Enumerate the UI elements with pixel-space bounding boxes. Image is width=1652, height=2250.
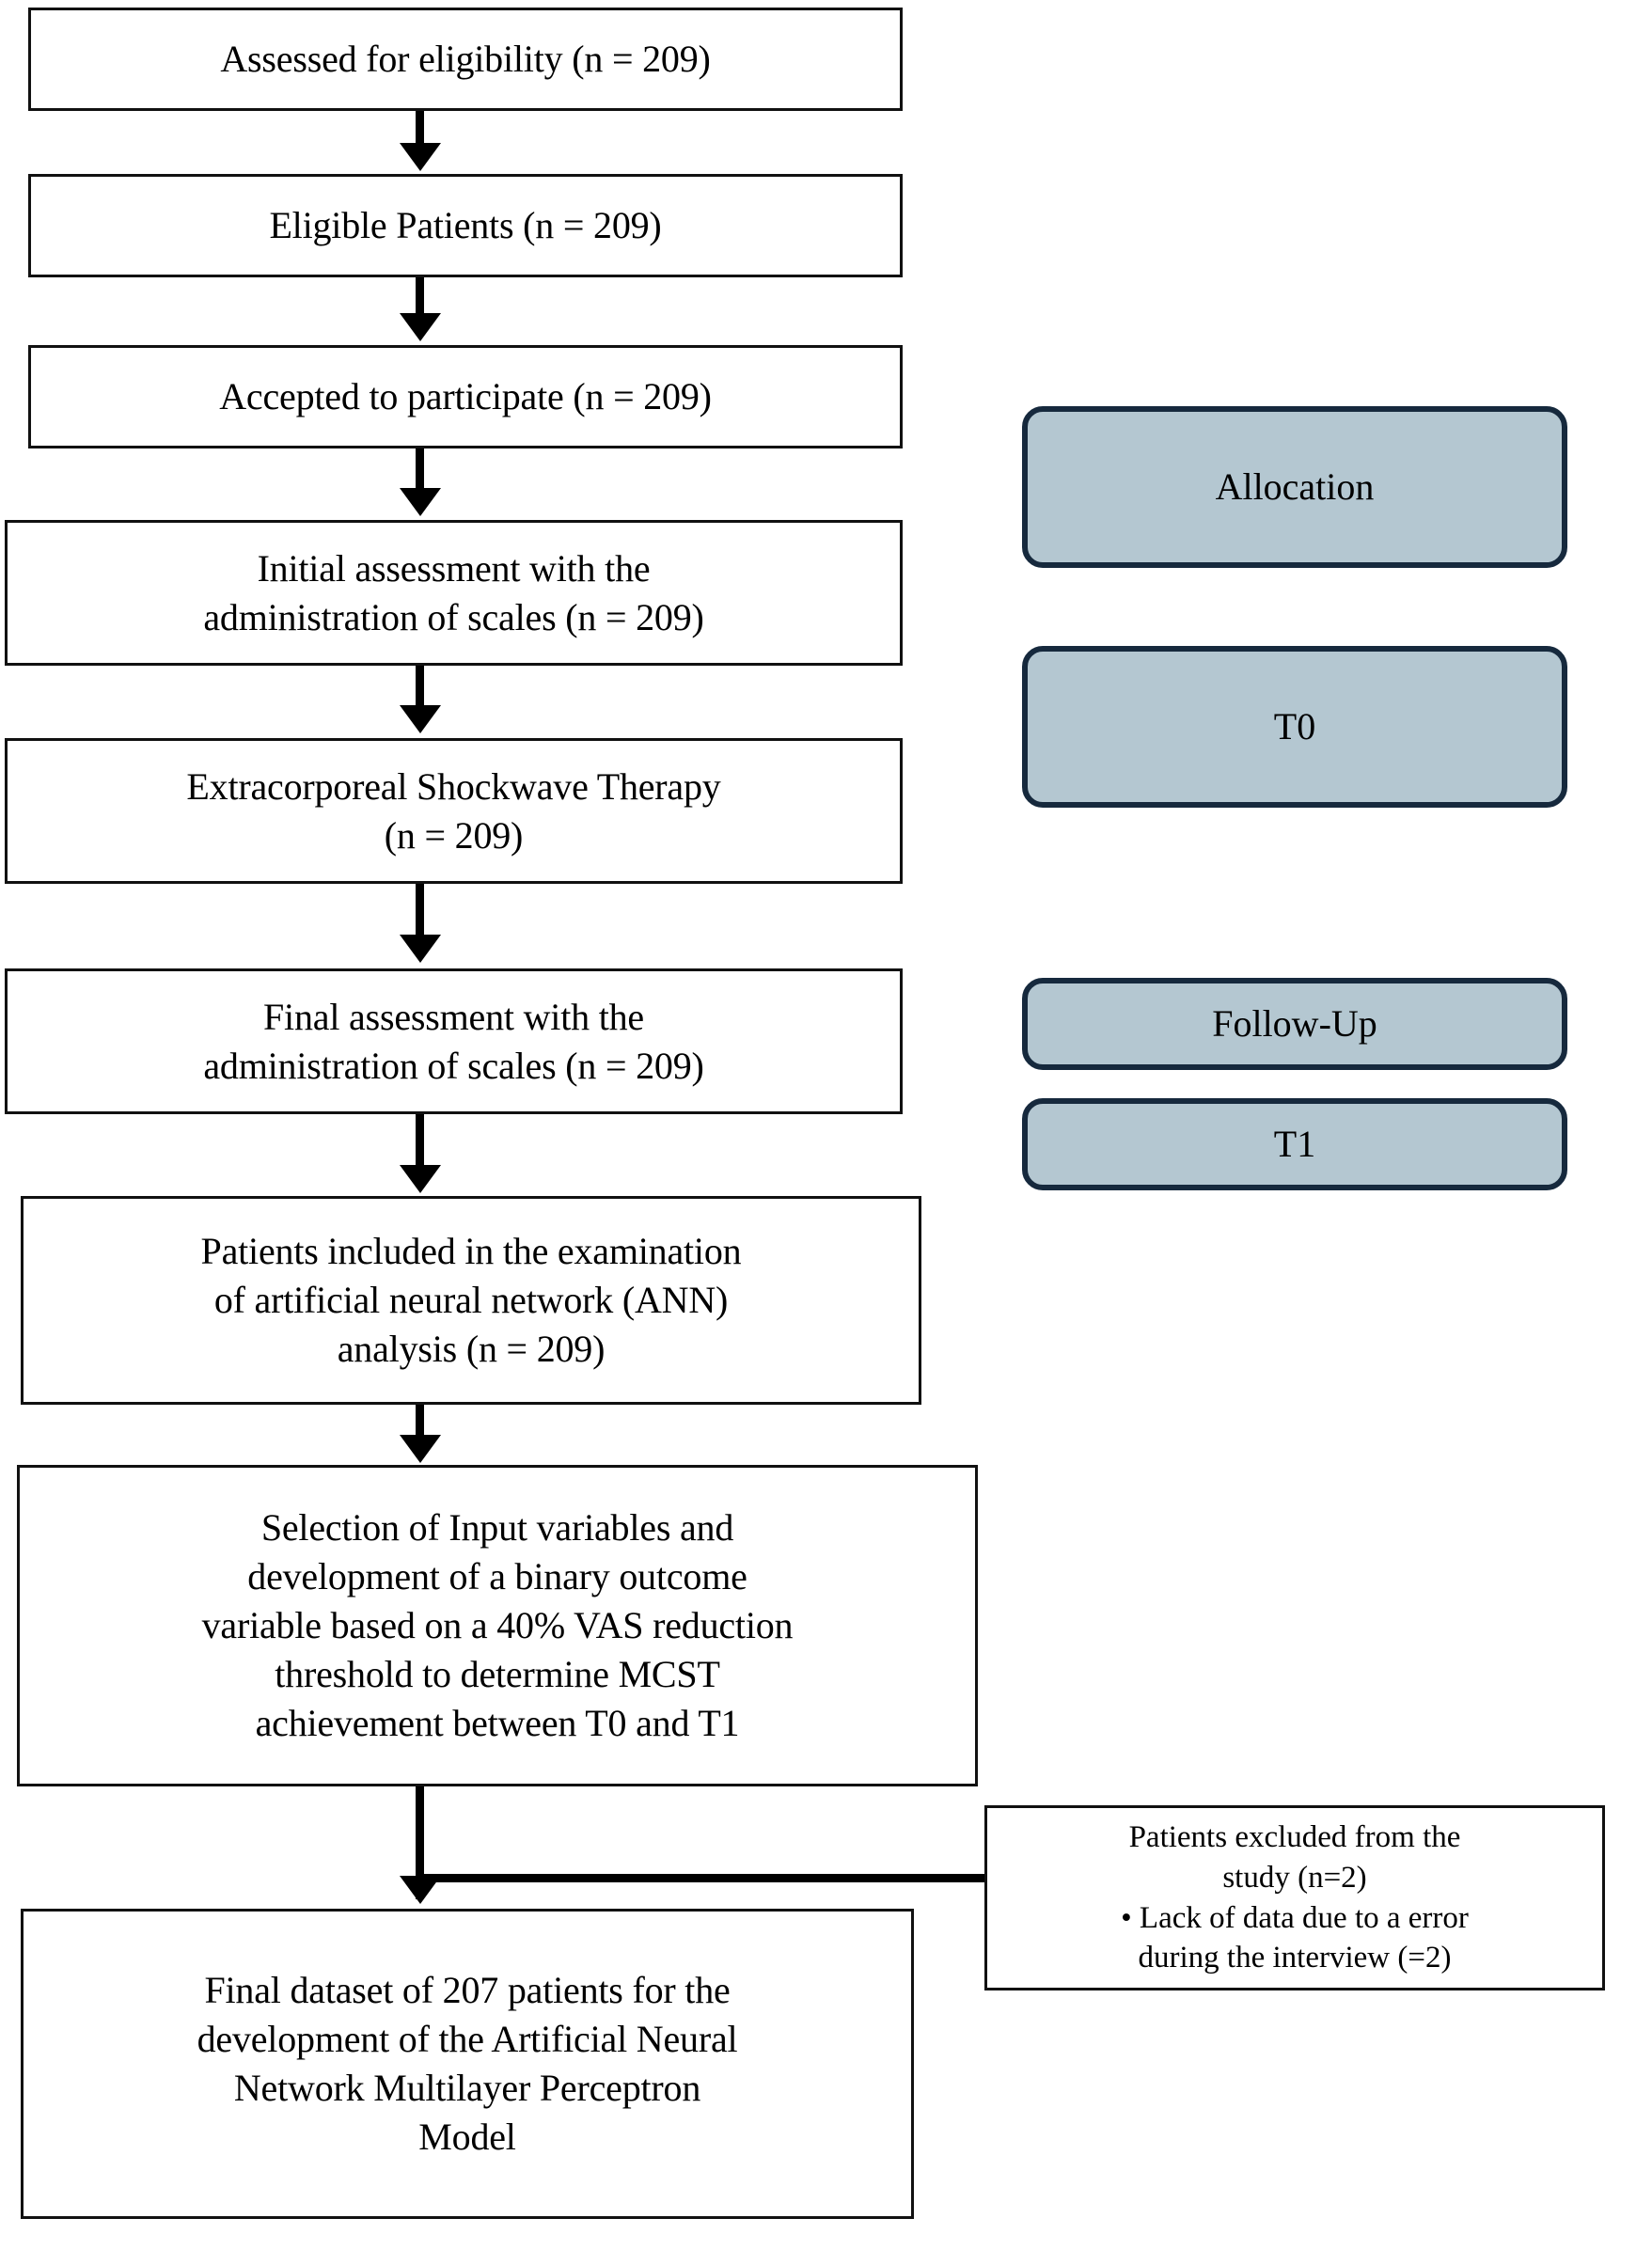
exclusion-note-box: Patients excluded from the study (n=2) L… bbox=[984, 1805, 1605, 1990]
flow-box-patients-included-ann: Patients included in the examination of … bbox=[21, 1196, 921, 1405]
stage-pill-allocation: Allocation bbox=[1022, 406, 1567, 568]
flow-box-eligible-patients: Eligible Patients (n = 209) bbox=[28, 174, 903, 277]
exclusion-note-bullet: Lack of data due to a error during the i… bbox=[1121, 1898, 1469, 1979]
stage-pill-t0-label: T0 bbox=[1273, 705, 1316, 747]
exclusion-note-heading: Patients excluded from the study (n=2) bbox=[1128, 1819, 1461, 1895]
arrowhead-ann-to-variable-selection bbox=[400, 1435, 441, 1463]
connector-line-eswt-to-final-assessment bbox=[416, 884, 424, 938]
arrowhead-accepted-to-initial bbox=[400, 488, 441, 516]
stage-pill-t1-label: T1 bbox=[1273, 1123, 1316, 1165]
connector-line-ann-to-variable-selection bbox=[416, 1405, 424, 1439]
stage-pill-allocation-label: Allocation bbox=[1215, 465, 1375, 508]
flow-box-extracorporeal-shockwave-therapy: Extracorporeal Shockwave Therapy (n = 20… bbox=[5, 738, 903, 884]
connector-line-branch-to-exclusion-note bbox=[416, 1874, 994, 1882]
flow-box-initial-assessment: Initial assessment with the administrati… bbox=[5, 520, 903, 666]
connector-line-assessed-to-eligible bbox=[416, 111, 424, 147]
flow-box-assessed-for-eligibility: Assessed for eligibility (n = 209) bbox=[28, 8, 903, 111]
arrowhead-eligible-to-accepted bbox=[400, 313, 441, 341]
connector-line-variable-selection-to-final-dataset bbox=[416, 1786, 424, 1899]
connector-line-eligible-to-accepted bbox=[416, 277, 424, 315]
connector-line-initial-to-eswt bbox=[416, 666, 424, 709]
stage-pill-follow-up-label: Follow-Up bbox=[1212, 1002, 1377, 1045]
arrowhead-assessed-to-eligible bbox=[400, 143, 441, 171]
arrowhead-eswt-to-final-assessment bbox=[400, 935, 441, 963]
arrowhead-initial-to-eswt bbox=[400, 705, 441, 733]
stage-pill-t1: T1 bbox=[1022, 1098, 1567, 1190]
stage-pill-follow-up: Follow-Up bbox=[1022, 978, 1567, 1070]
stage-pill-t0: T0 bbox=[1022, 646, 1567, 808]
flow-box-accepted-to-participate: Accepted to participate (n = 209) bbox=[28, 345, 903, 448]
connector-line-final-assessment-to-ann bbox=[416, 1114, 424, 1169]
connector-line-accepted-to-initial bbox=[416, 448, 424, 490]
arrowhead-final-assessment-to-ann bbox=[400, 1165, 441, 1193]
flow-box-final-dataset: Final dataset of 207 patients for the de… bbox=[21, 1909, 914, 2219]
flow-box-final-assessment: Final assessment with the administration… bbox=[5, 968, 903, 1114]
flow-box-variable-selection: Selection of Input variables and develop… bbox=[17, 1465, 978, 1786]
